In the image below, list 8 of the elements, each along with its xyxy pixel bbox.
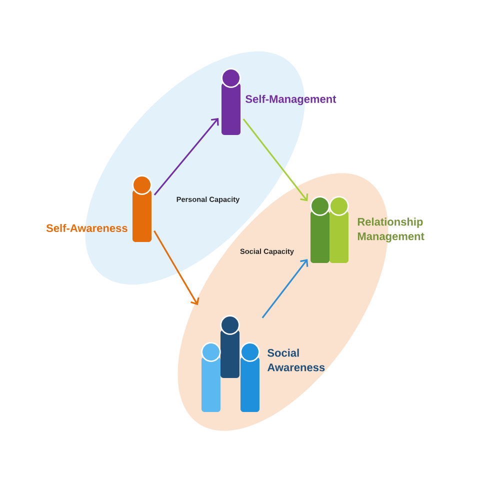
figure-label: Social Awareness [267, 348, 325, 372]
figure-label: Self-Awareness [46, 224, 128, 232]
arrow [154, 230, 200, 306]
arrow [242, 118, 308, 202]
figure-label: Relationship Management [358, 218, 424, 242]
figure-label: Self-Management [246, 94, 336, 106]
arrow [262, 259, 308, 318]
arrow [154, 118, 219, 196]
